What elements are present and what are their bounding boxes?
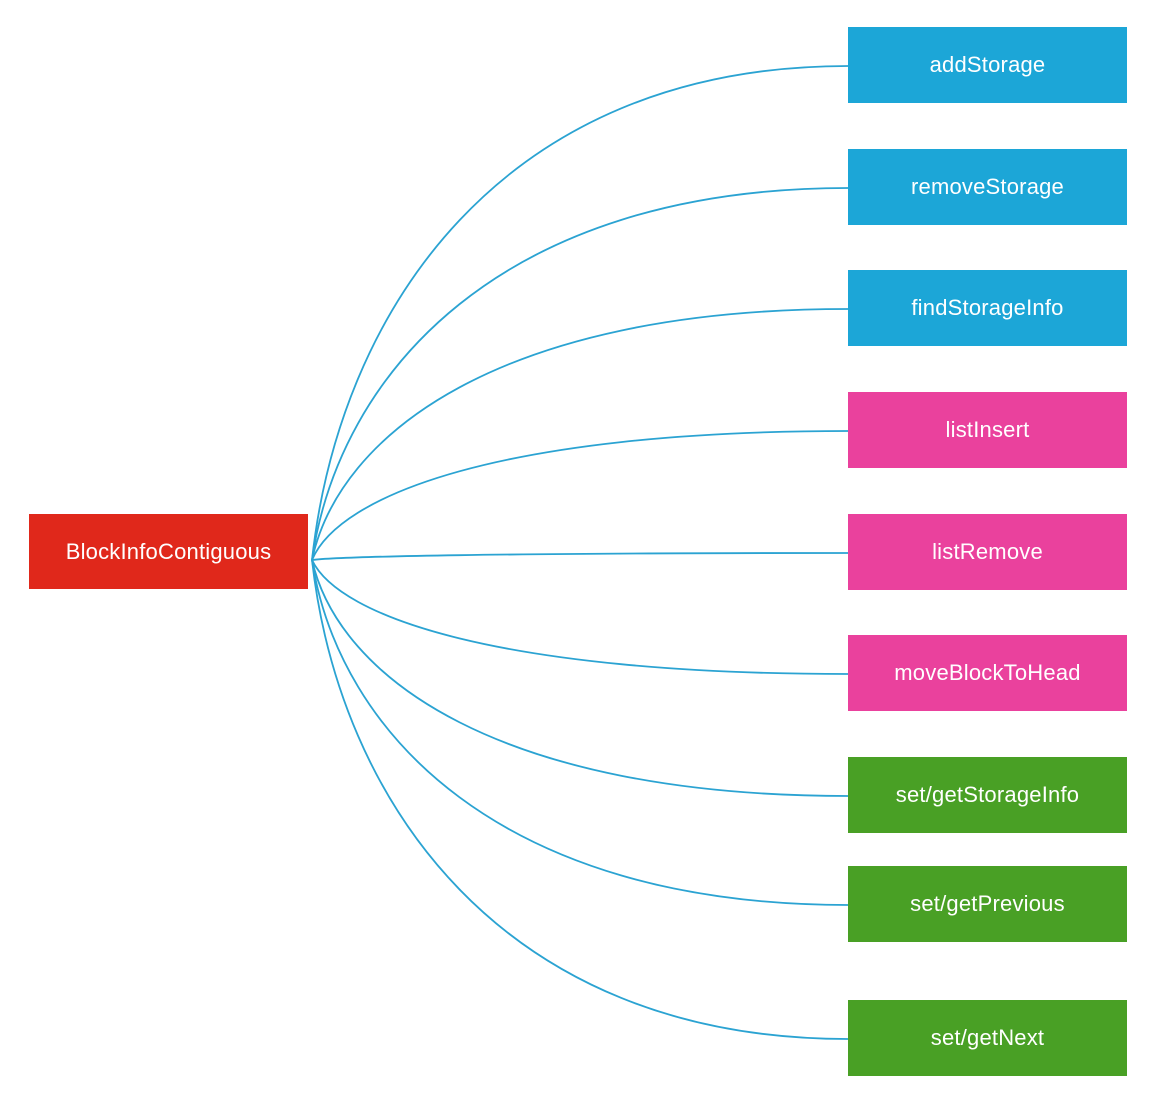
edge-to-set-getPrevious — [311, 559, 849, 906]
edge-to-listInsert — [311, 430, 849, 561]
child-node-label: listRemove — [932, 539, 1043, 564]
child-node-listRemove[interactable]: listRemove — [848, 514, 1127, 590]
child-node-label: set/getNext — [930, 1025, 1045, 1050]
child-node-label: addStorage — [929, 52, 1046, 77]
edge-to-listRemove — [311, 552, 849, 561]
child-node-moveBlockToHead[interactable]: moveBlockToHead — [848, 635, 1127, 711]
child-node-label: listInsert — [945, 417, 1030, 442]
child-node-addStorage[interactable]: addStorage — [848, 27, 1127, 103]
child-node-label: findStorageInfo — [911, 295, 1064, 320]
child-node-label: set/getStorageInfo — [895, 782, 1080, 807]
child-node-set-getNext[interactable]: set/getNext — [848, 1000, 1127, 1076]
child-node-findStorageInfo[interactable]: findStorageInfo — [848, 270, 1127, 346]
edge-to-set-getNext — [311, 559, 849, 1040]
edge-to-removeStorage — [311, 187, 849, 561]
edge-to-addStorage — [311, 65, 849, 561]
child-node-label: removeStorage — [910, 174, 1064, 199]
child-node-label: moveBlockToHead — [894, 660, 1081, 685]
edge-to-findStorageInfo — [311, 308, 849, 561]
edge-to-set-getStorageInfo — [311, 559, 849, 797]
child-node-label: set/getPrevious — [910, 891, 1065, 916]
child-node-set-getStorageInfo[interactable]: set/getStorageInfo — [848, 757, 1127, 833]
child-node-set-getPrevious[interactable]: set/getPrevious — [848, 866, 1127, 942]
child-node-removeStorage[interactable]: removeStorage — [848, 149, 1127, 225]
root-node-blockinfocontiguous[interactable]: BlockInfoContiguous — [29, 514, 308, 589]
child-node-listInsert[interactable]: listInsert — [848, 392, 1127, 468]
root-node-label: BlockInfoContiguous — [65, 538, 272, 564]
edge-to-moveBlockToHead — [311, 559, 849, 675]
